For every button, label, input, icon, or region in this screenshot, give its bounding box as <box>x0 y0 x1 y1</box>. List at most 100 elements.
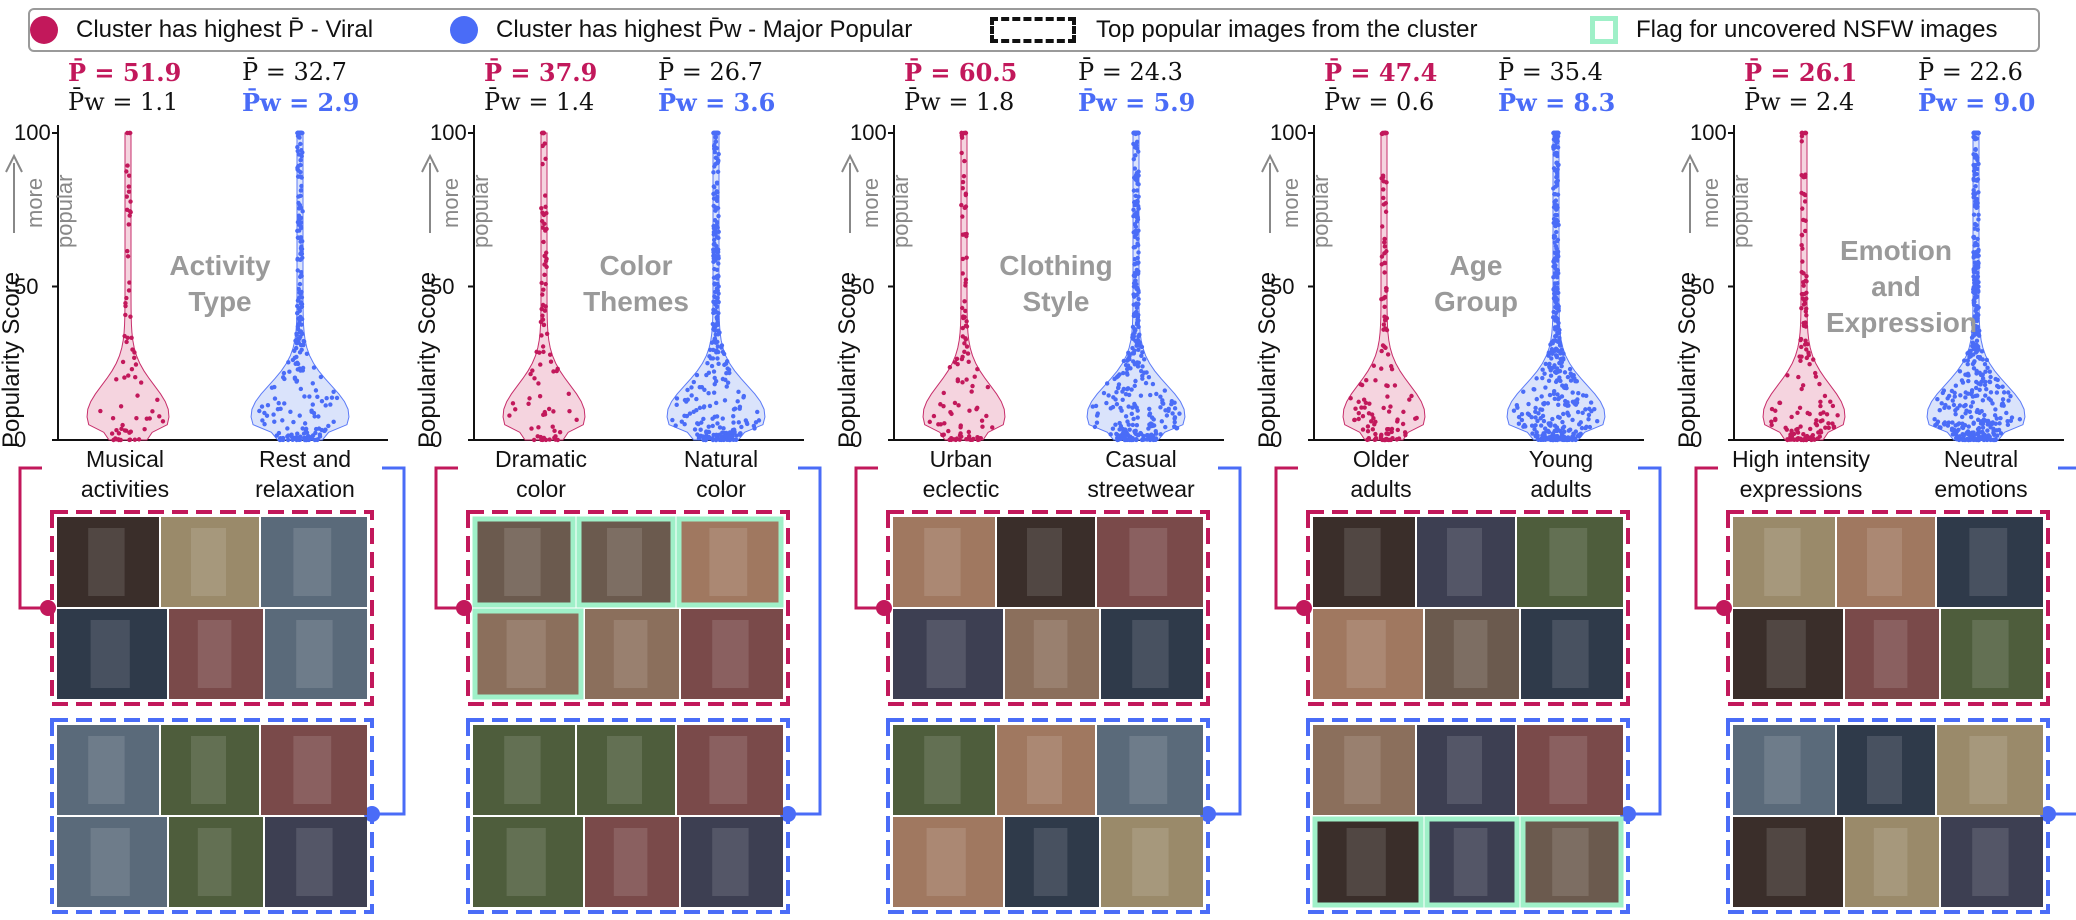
point-major <box>1976 435 1981 440</box>
point-viral <box>1364 377 1369 383</box>
point-major <box>300 255 305 260</box>
point-major <box>1553 212 1558 218</box>
point-major <box>704 430 709 435</box>
point-major <box>1135 217 1141 222</box>
point-viral <box>1818 399 1823 404</box>
point-viral <box>542 412 548 417</box>
point-viral <box>539 280 544 286</box>
point-major <box>1144 437 1150 442</box>
point-major <box>1541 436 1547 441</box>
point-viral <box>527 396 532 401</box>
point-major <box>1985 365 1990 371</box>
nsfw-flag-box <box>676 516 784 608</box>
point-major <box>698 427 703 432</box>
point-major <box>1988 398 1993 403</box>
point-viral <box>1360 414 1366 419</box>
point-viral <box>126 184 131 189</box>
point-major <box>1586 412 1592 418</box>
point-viral <box>1801 302 1807 307</box>
point-viral <box>1814 423 1820 428</box>
popular-label: popular <box>468 174 493 248</box>
point-major <box>1972 226 1977 231</box>
more-label: more <box>1698 177 1723 228</box>
point-viral <box>1384 431 1389 436</box>
point-major <box>1555 437 1560 442</box>
point-viral <box>134 415 139 421</box>
thumbnail-image <box>1937 725 2043 815</box>
point-major <box>262 421 267 427</box>
thumbnail-image <box>677 725 783 815</box>
point-viral <box>959 356 965 362</box>
point-viral <box>1802 199 1808 204</box>
point-viral <box>98 408 103 414</box>
point-major <box>1135 198 1140 204</box>
point-viral <box>536 425 541 430</box>
point-major <box>689 393 694 398</box>
point-major <box>1978 372 1984 378</box>
point-major <box>1959 378 1965 383</box>
legend-nsfw-text: Flag for uncovered NSFW images <box>1636 16 1998 43</box>
point-major <box>1975 242 1980 248</box>
point-major <box>725 380 731 385</box>
point-viral <box>541 212 547 218</box>
thumbnail-image <box>1733 817 1843 907</box>
viral-image-grid <box>1726 510 2050 706</box>
point-major <box>1974 338 1980 344</box>
point-major <box>1556 290 1561 296</box>
point-major <box>1135 317 1140 323</box>
point-viral <box>529 426 534 431</box>
point-major <box>274 433 279 438</box>
point-viral <box>1800 206 1805 211</box>
point-major <box>1134 143 1139 148</box>
point-viral <box>574 417 579 423</box>
point-major <box>319 427 325 433</box>
point-viral <box>1799 305 1804 311</box>
thumbnail-figure <box>504 736 541 804</box>
point-viral <box>1799 190 1804 196</box>
point-major <box>1973 323 1978 329</box>
point-major <box>1116 385 1121 390</box>
point-major <box>1158 432 1163 437</box>
point-major <box>1971 430 1976 435</box>
point-viral <box>954 356 960 362</box>
point-viral <box>1830 403 1836 409</box>
point-major <box>298 239 303 244</box>
point-viral <box>1826 425 1831 430</box>
category-label-right: Rest and relaxation <box>255 446 355 502</box>
point-major <box>1534 396 1539 402</box>
point-major <box>1552 240 1557 245</box>
point-viral <box>126 373 131 378</box>
point-major <box>721 426 726 431</box>
point-viral <box>962 349 967 354</box>
point-major <box>1991 437 1996 443</box>
point-major <box>298 386 304 392</box>
point-major <box>1530 431 1535 436</box>
category-label-left: Older adults <box>1350 446 1412 502</box>
point-major <box>1549 356 1554 361</box>
point-viral <box>1395 427 1400 433</box>
point-major <box>1126 392 1132 398</box>
point-major <box>1983 393 1988 398</box>
point-major <box>1974 318 1980 324</box>
point-major <box>1122 437 1128 443</box>
point-major <box>1570 417 1575 423</box>
point-viral <box>1798 424 1803 429</box>
point-major <box>1973 199 1978 204</box>
point-viral <box>959 135 965 140</box>
point-major <box>1985 428 1990 433</box>
point-major <box>1957 434 1962 439</box>
point-major <box>1557 335 1562 341</box>
point-major <box>1140 364 1145 369</box>
thumbnail-image <box>1005 817 1099 907</box>
point-viral <box>961 173 967 179</box>
point-major <box>331 389 336 394</box>
point-major <box>1972 291 1977 296</box>
point-major <box>1162 388 1168 393</box>
thumbnail-image <box>893 517 995 607</box>
point-viral <box>1799 386 1804 392</box>
point-viral <box>1371 416 1376 421</box>
point-viral <box>1813 374 1819 379</box>
thumbnail-figure <box>1766 620 1806 688</box>
point-major <box>1553 299 1558 304</box>
